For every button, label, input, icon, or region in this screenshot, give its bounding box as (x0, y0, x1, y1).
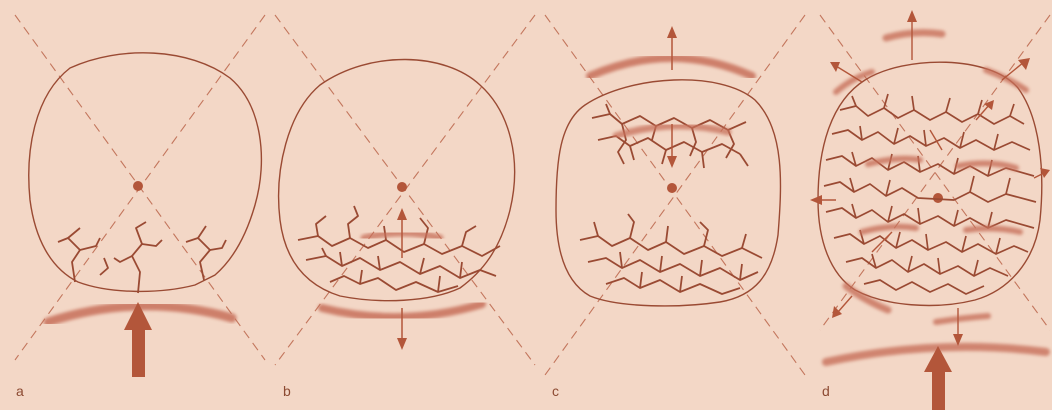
panel-d-impact-arrow (924, 346, 952, 410)
panel-a-skull-outline (29, 53, 262, 292)
panel-c-contrecoup-band (590, 58, 752, 76)
panel-d-center-dot (933, 193, 943, 203)
panel-c-skull-outline (556, 80, 780, 306)
panel-a-center-dot (133, 181, 143, 191)
panel-d (810, 10, 1050, 410)
panel-c-axes (545, 15, 805, 375)
panel-label-d: d (822, 383, 830, 399)
panel-c (545, 15, 805, 375)
panel-a-impact-arrow (124, 302, 152, 377)
panel-label-c: c (552, 383, 559, 399)
panel-a (15, 15, 265, 377)
panel-c-fractures-bottom (580, 214, 762, 294)
panel-d-force-arrows (810, 10, 1050, 346)
panel-c-center-dot (667, 183, 677, 193)
panel-b (275, 15, 535, 365)
panel-b-center-dot (397, 182, 407, 192)
panel-d-fractures (824, 94, 1036, 294)
panel-label-a: a (16, 383, 24, 399)
panel-b-skull-outline (279, 59, 515, 300)
panel-label-b: b (283, 383, 291, 399)
panel-b-force-arrows (397, 208, 407, 350)
